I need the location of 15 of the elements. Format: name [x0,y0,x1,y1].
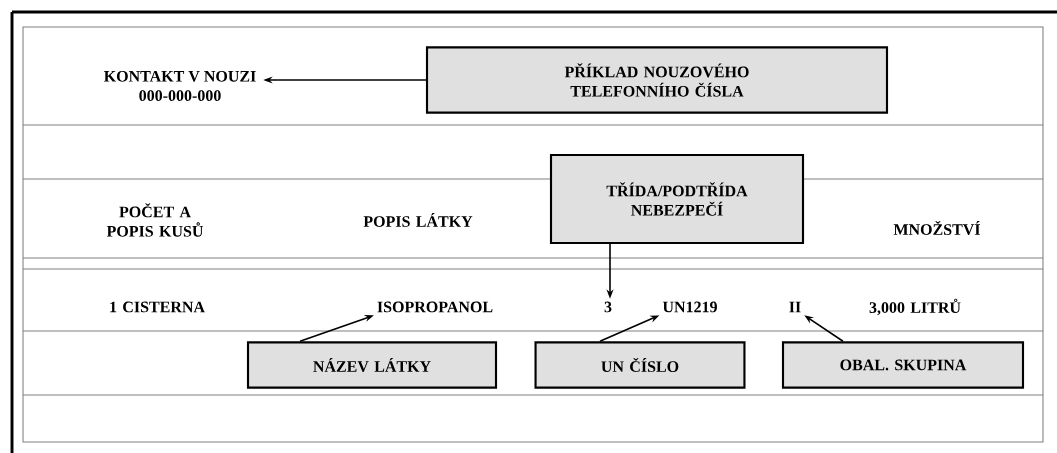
label-box: UN ČÍSLO [534,341,746,389]
label-box: TŘÍDA/PODTŘÍDA NEBEZPEČÍ [549,153,805,245]
column-heading: POPIS LÁTKY [363,213,473,227]
field-text: ISOPROPANOL [377,301,493,313]
field-text: 3 [604,301,612,313]
field-text: KONTAKT V NOUZI 000-000-000 [104,70,256,102]
field-text: UN1219 [662,301,717,313]
field-text: 1 CISTERNA [110,301,205,313]
column-heading: POČET A POPIS KUSŮ [106,203,204,237]
label-box: NÁZEV LÁTKY [246,341,498,389]
field-text: 3,000 LITRŮ [869,298,961,316]
label-box: OBAL. SKUPINA [781,341,1025,389]
label-box: PŘÍKLAD NOUZOVÉHO TELEFONNÍHO ČÍSLA [425,46,889,114]
column-heading: MNOŽSTVÍ [893,220,980,236]
field-text: II [789,301,801,313]
